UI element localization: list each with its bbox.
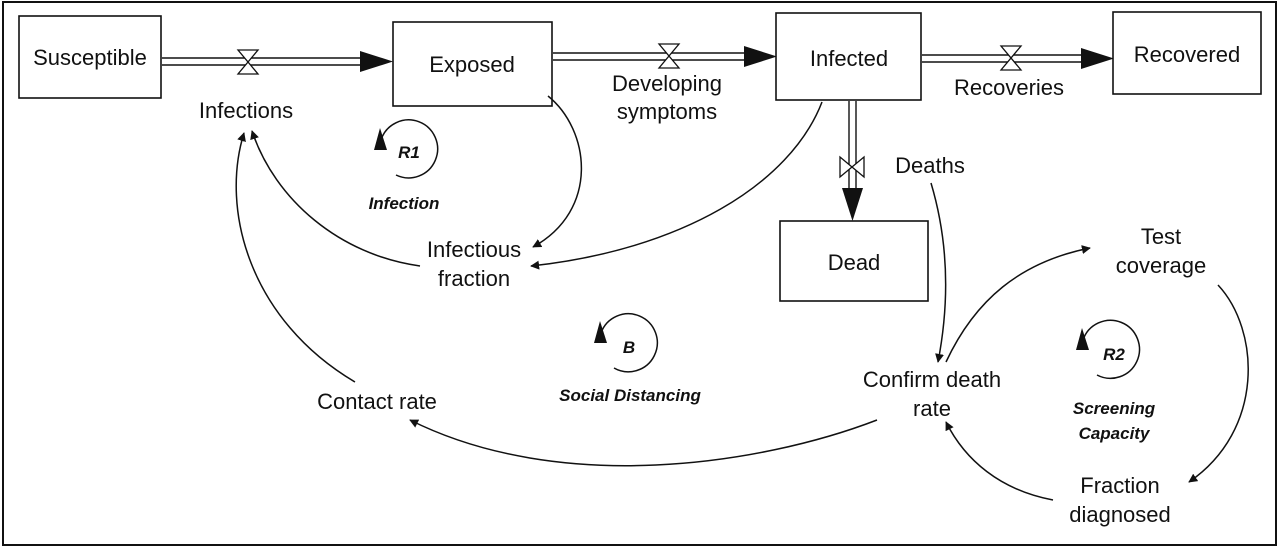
loop-r2-id: R2 [1103,345,1125,364]
stock-dead-box [779,220,929,302]
link-deaths-to-confirm-death-rate [930,182,947,363]
loop-r1-id: R1 [398,143,420,162]
flow-developing-symptoms-line2: symptoms [617,99,717,124]
loop-r2-name-line1: Screening [1073,399,1156,418]
stock-exposed-box [392,21,553,107]
var-confirm-death-rate-line1: Confirm death [863,367,1001,392]
loop-r2-name-line2: Capacity [1079,424,1151,443]
flow-pipe-developing-symptoms [553,46,777,67]
stock-susceptible-label: Susceptible [33,45,147,70]
var-infectious-fraction-line2: fraction [438,266,510,291]
loop-b-id: B [623,338,635,357]
link-test-coverage-to-fraction-diagnosed [1188,284,1249,483]
var-infectious-fraction-line1: Infectious [427,237,521,262]
valve-infections-icon [236,49,260,75]
loop-b-marker: B [594,313,659,373]
stock-recovered-label: Recovered [1134,42,1240,67]
loop-r2-marker: R2 [1076,319,1141,380]
link-fraction-diagnosed-to-confirm-death-rate [945,421,1054,501]
var-contact-rate-label: Contact rate [317,389,437,414]
valve-developing-symptoms-icon [657,43,681,69]
stock-infected-box [775,12,922,101]
stock-dead-label: Dead [828,250,881,275]
flow-pipe-deaths [842,101,863,221]
link-contact-rate-to-infections [235,132,356,383]
var-fraction-diagnosed-line2: diagnosed [1069,502,1171,527]
loop-b-name: Social Distancing [559,386,701,405]
link-confirm-death-rate-to-contact-rate [409,419,878,467]
stock-exposed-label: Exposed [429,52,515,77]
flow-recoveries-label: Recoveries [954,75,1064,100]
loop-r1-marker: R1 [374,119,439,179]
loop-r1-name: Infection [369,194,440,213]
valve-recoveries-icon [999,45,1023,71]
stock-infected-label: Infected [810,46,888,71]
var-test-coverage-line1: Test [1141,224,1181,249]
var-confirm-death-rate-line2: rate [913,396,951,421]
stock-recovered-box [1112,11,1262,95]
flow-developing-symptoms-line1: Developing [612,71,722,96]
var-fraction-diagnosed-line1: Fraction [1080,473,1159,498]
link-infected-to-infectious-fraction [530,101,823,270]
stock-susceptible-box [18,15,162,99]
link-exposed-to-infectious-fraction [532,95,583,248]
link-infectious-fraction-to-infections [250,130,421,267]
flow-pipe-recoveries [922,48,1114,69]
var-test-coverage-line2: coverage [1116,253,1207,278]
flow-pipe-infections [162,51,393,72]
flow-infections-label: Infections [199,98,293,123]
flow-deaths-label: Deaths [895,153,965,178]
link-confirm-death-rate-to-test-coverage [945,245,1091,363]
valve-deaths-icon [839,155,865,179]
